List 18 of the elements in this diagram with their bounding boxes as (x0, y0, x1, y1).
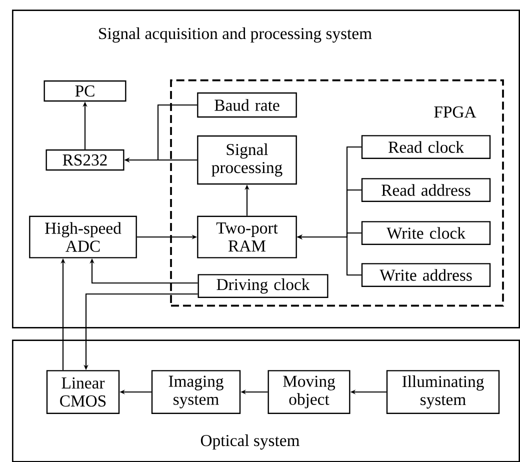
block-box: PC (44, 80, 126, 102)
block-box: Imaging system (151, 370, 241, 414)
panel-heading: Optical system (200, 434, 300, 450)
block-box: Linear CMOS (46, 370, 120, 414)
block-box: Read address (361, 178, 491, 202)
block-box: Write clock (361, 221, 491, 245)
block-box: Write address (361, 263, 491, 287)
panel-heading: FPGA (434, 106, 476, 118)
block-box: High-speed ADC (29, 216, 137, 258)
block-box: Driving clock (198, 274, 328, 298)
block-box: Two-port RAM (197, 216, 297, 258)
block-box: Baud rate (197, 92, 297, 118)
block-box: Read clock (361, 135, 491, 159)
block-box: Signal processing (197, 135, 297, 185)
block-box: RS232 (46, 149, 124, 171)
panel-heading: Signal acquisition and processing system (99, 27, 372, 43)
block-box: Moving object (268, 370, 350, 414)
block-box: Illuminating system (386, 370, 500, 414)
